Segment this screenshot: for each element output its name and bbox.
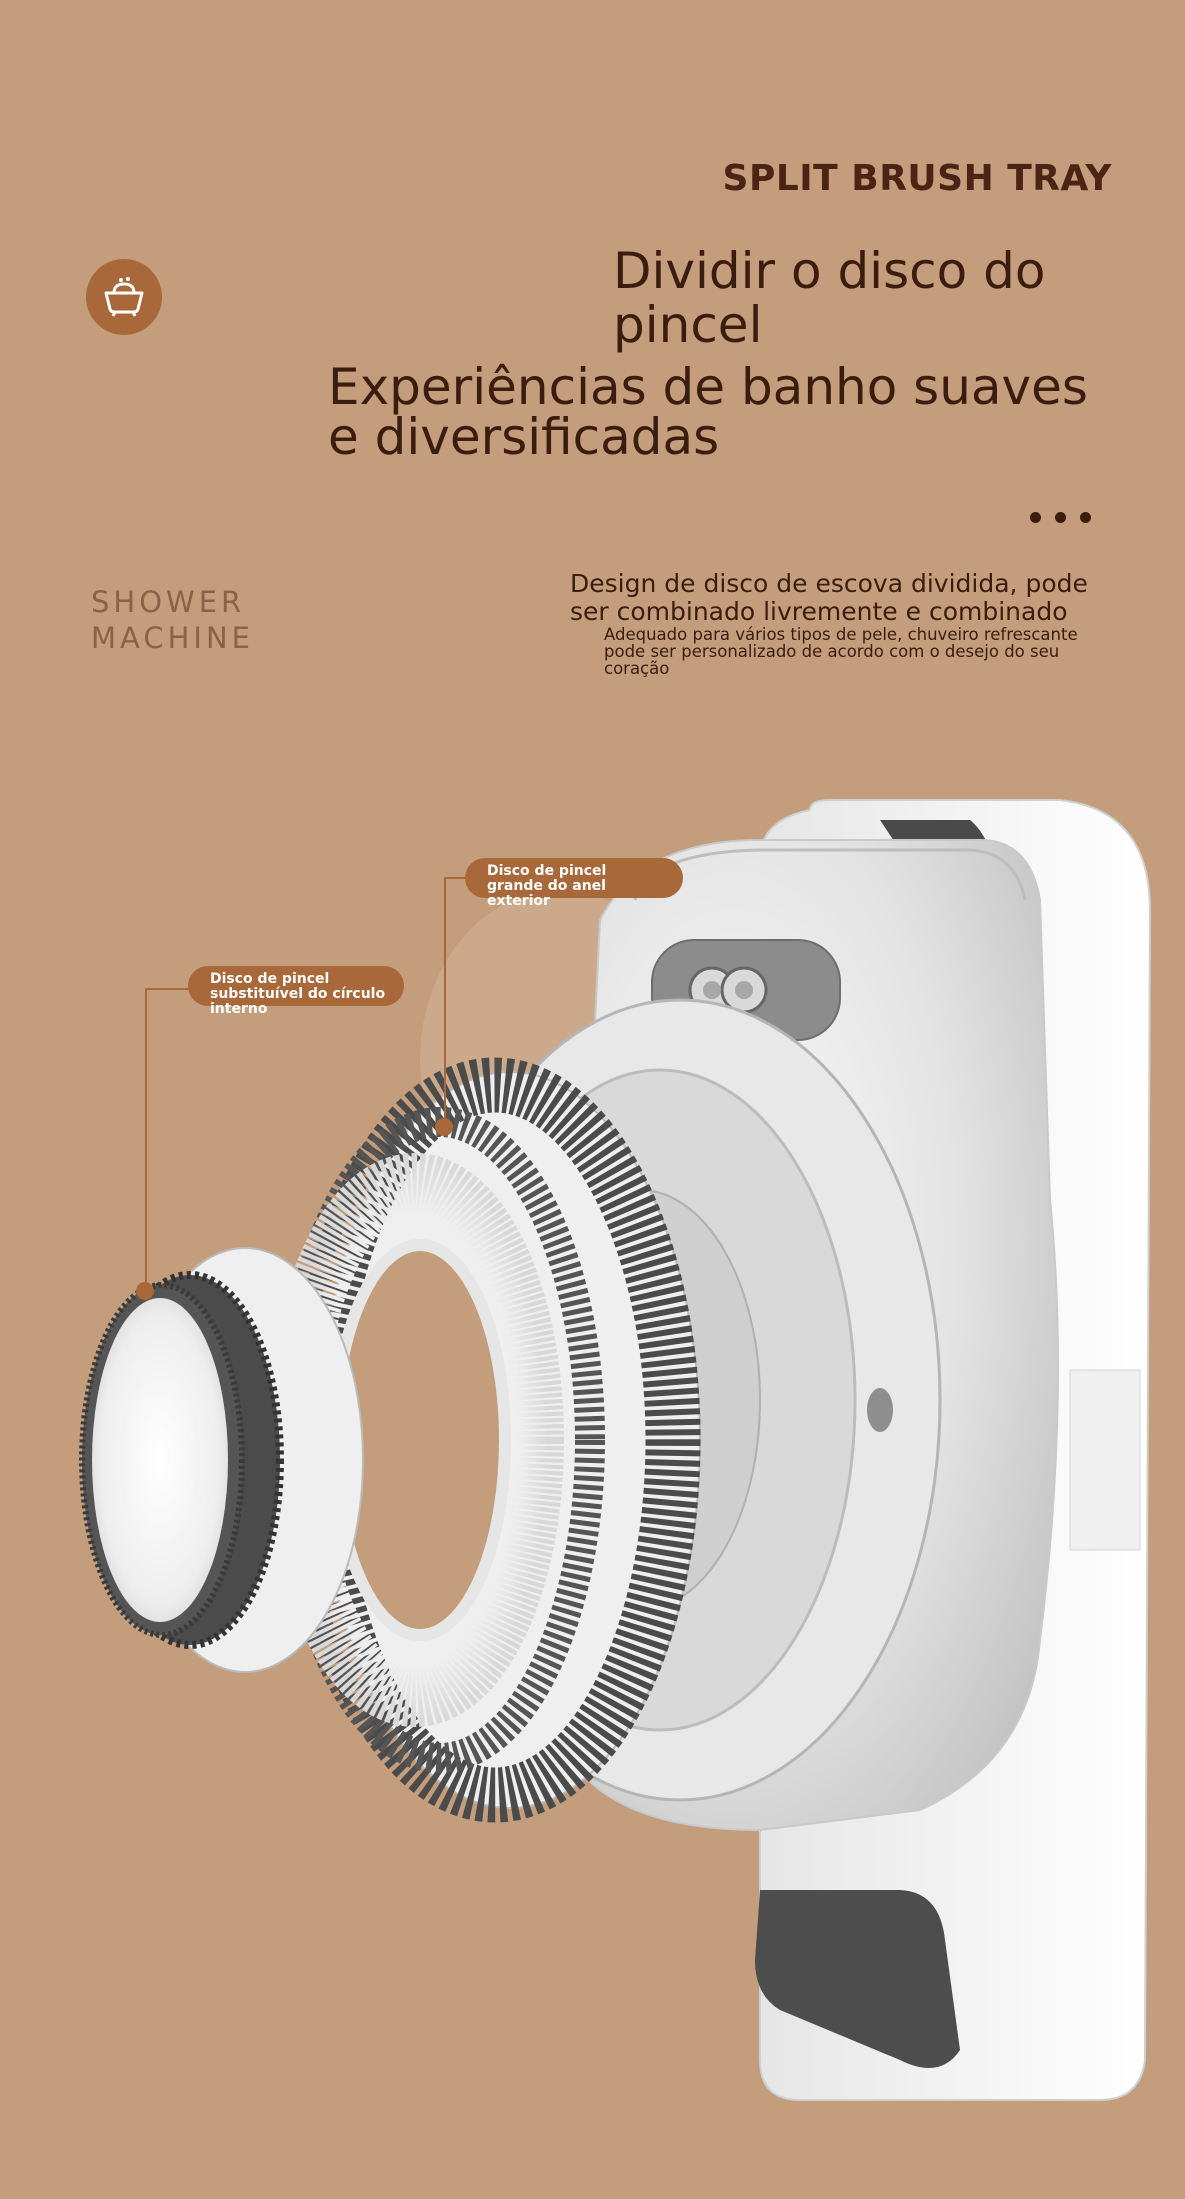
outer-ring-leader-v [444, 877, 446, 1129]
outer-ring-marker [435, 1118, 453, 1136]
shower-label-line1: SHOWER [91, 585, 246, 619]
inner-circle-leader-v [145, 988, 147, 1290]
callout-inner-circle: Disco de pincel substituível do círculo … [188, 966, 404, 1017]
bathtub-badge [86, 259, 162, 335]
inner-circle-marker [136, 1282, 154, 1300]
tag-english: SPLIT BRUSH TRAY [722, 158, 1112, 199]
description-detail: Adequado para vários tipos de pele, chuv… [604, 625, 1078, 678]
shower-machine-label: SHOWER MACHINE [91, 584, 291, 656]
page-title: Dividir o disco do pincel [613, 242, 1046, 354]
inner-circle-leader-h [145, 988, 189, 990]
bottom-handle [755, 1890, 960, 2068]
description-headline: Design de disco de escova dividida, pode… [570, 569, 1088, 626]
ellipsis-icon [1030, 508, 1105, 527]
bathtub-icon [104, 277, 144, 317]
inner-circle-brush [79, 1247, 364, 1673]
page-subtitle: Experiências de banho suaves e diversifi… [328, 358, 1088, 466]
callout-outer-ring: Disco de pincel grande do anel exterior [465, 858, 683, 909]
product-illustration [79, 799, 1152, 2101]
outer-ring-leader-h [444, 877, 466, 879]
shower-label-line2: MACHINE [91, 621, 254, 655]
